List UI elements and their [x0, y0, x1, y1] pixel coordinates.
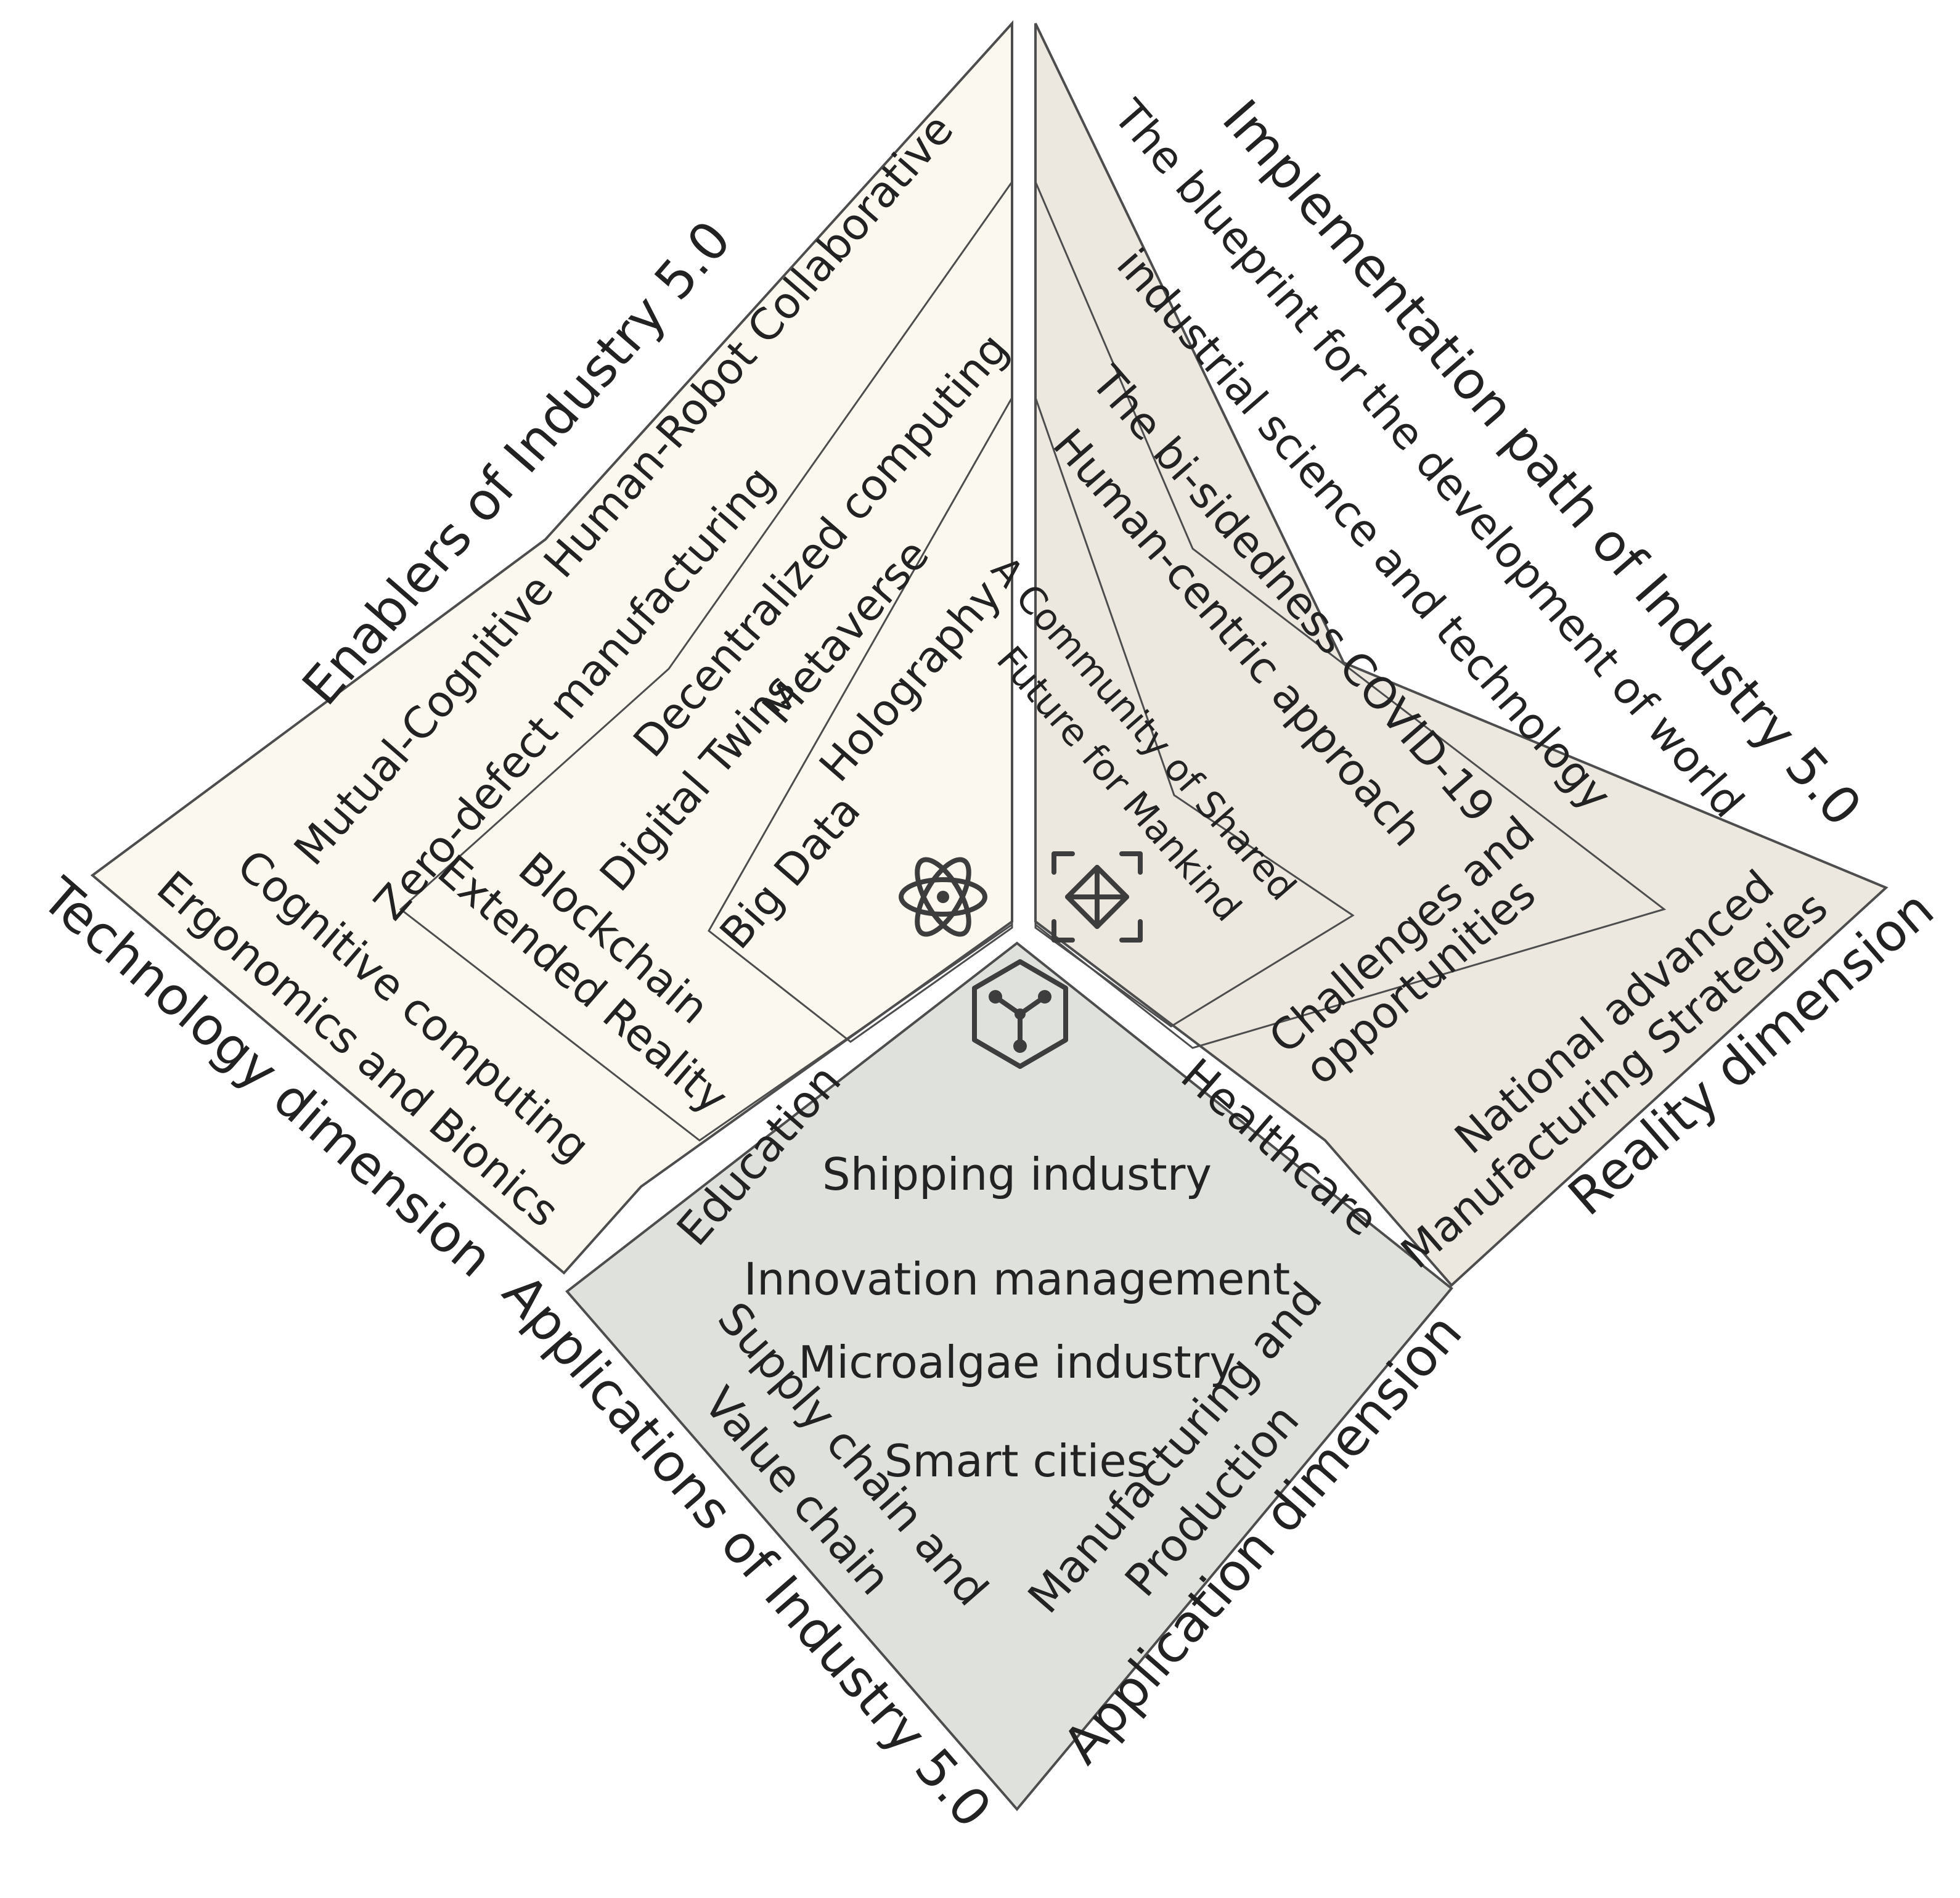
reality-level-3-outline [1034, 397, 1355, 1028]
item-innovation: Innovation management [744, 1253, 1290, 1305]
focus-cube-icon [1051, 851, 1143, 943]
hexagon-network-icon [972, 959, 1068, 1069]
item-shipping: Shipping industry [822, 1148, 1212, 1200]
technology-level-3-outline [708, 394, 1013, 1043]
item-microalgae: Microalgae industry [798, 1336, 1236, 1388]
item-smart-cities: Smart cities [884, 1435, 1149, 1487]
application-panel [565, 941, 1453, 1812]
atom-icon [899, 857, 987, 937]
